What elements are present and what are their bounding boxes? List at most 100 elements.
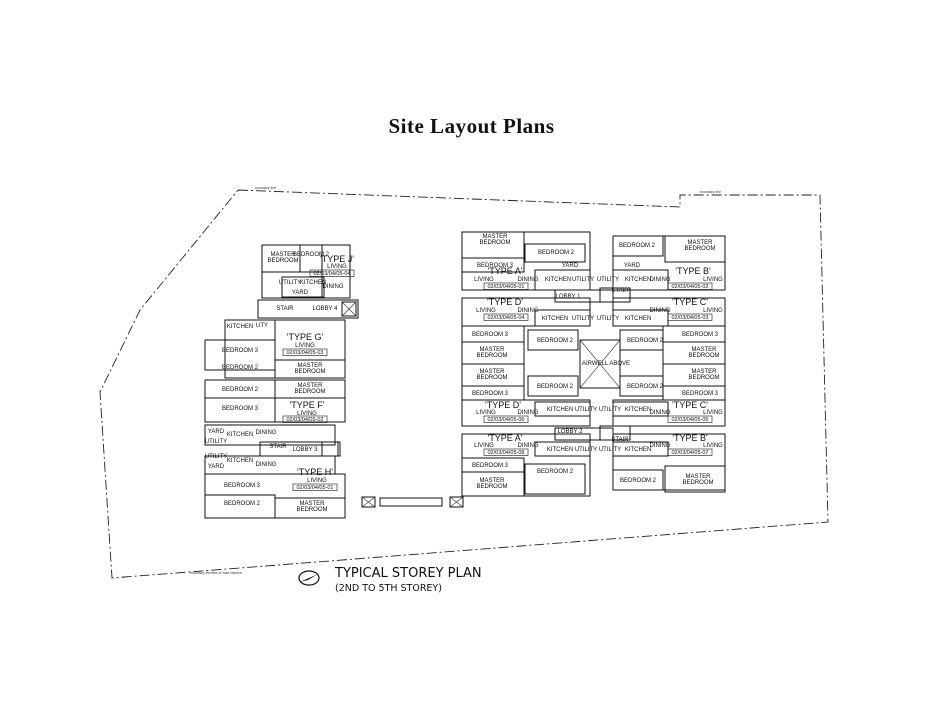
room-label: BEDROOM 3 <box>222 406 259 412</box>
wall-outline <box>612 401 669 417</box>
unit-number-box <box>309 269 355 277</box>
room-label: BEDROOM 2 <box>538 250 575 256</box>
room-label: AIRWELL ABOVE <box>582 361 630 367</box>
room-label: BEDROOM 3 <box>224 483 261 489</box>
unit-number-label: 02/03/04/05-05 <box>671 417 708 423</box>
page-title: Site Layout Plans <box>388 114 555 138</box>
wall-outline <box>281 276 325 298</box>
room-label: DINING <box>323 284 344 290</box>
room-label: LOBBY 2 <box>558 429 584 435</box>
room-label: LIVING <box>476 308 496 314</box>
room-label: DINING <box>650 443 671 449</box>
room-label: YARD <box>562 263 579 269</box>
room-label: KITCHEN <box>547 407 573 413</box>
unit-number-label: 02/03/04/05-02 <box>286 417 323 423</box>
unit-type-label: 'TYPE F' <box>290 400 325 410</box>
room-label: LIVING <box>297 411 317 417</box>
room-label: KITCHEN <box>545 277 571 283</box>
room-label: UTILITY <box>599 447 621 453</box>
wall-outline <box>579 339 621 389</box>
room-label: BEDROOM 2 <box>620 478 657 484</box>
unit-number-label: 02/03/04/05-01 <box>296 485 333 491</box>
room-label: BEDROOM 3 <box>682 332 719 338</box>
room-label: LIVING <box>307 478 327 484</box>
wall-outline <box>299 244 323 273</box>
room-label: STAIR <box>276 306 294 312</box>
wall-outline <box>204 397 276 423</box>
unit-number-box <box>483 313 529 321</box>
wall-outline <box>612 469 664 491</box>
wall-outline <box>204 424 336 446</box>
room-label: LIVING <box>703 410 723 416</box>
room-label: DINING <box>518 277 539 283</box>
room-label: UTILITY <box>205 439 227 445</box>
wall-outline <box>664 465 726 493</box>
room-label: LOBBY 1 <box>556 294 582 300</box>
room-label: KITCHEN <box>227 324 253 330</box>
wall-outline <box>361 496 376 508</box>
room-label: BEDROOM 3 <box>472 463 509 469</box>
wall-outline <box>321 244 351 299</box>
wall-outline <box>524 243 586 263</box>
room-label: UTILITY <box>597 277 619 283</box>
room-label: BEDROOM 2 <box>222 365 259 371</box>
room-label: DINING <box>518 410 539 416</box>
unit-type-label: 'TYPE B' <box>672 433 708 443</box>
room-label: BEDROOM 2 <box>627 384 664 390</box>
cross-mark <box>361 496 376 508</box>
room-label: LIVING <box>476 410 496 416</box>
room-label: LIVING <box>295 343 315 349</box>
wall-outline <box>379 497 443 507</box>
room-label: UTILITY <box>599 407 621 413</box>
wall-outline <box>527 329 579 351</box>
unit-number-box <box>282 415 328 423</box>
wall-outline <box>612 433 726 491</box>
plan-subtitle: (2ND TO 5TH STOREY) <box>335 583 442 594</box>
boundary-label: boundary line <box>255 186 276 190</box>
room-label: YARD <box>292 290 309 296</box>
wall-outline <box>461 471 525 497</box>
wall-outline <box>274 319 346 361</box>
room-label: BEDROOM 2 <box>224 501 261 507</box>
unit-number-label: 02/03/04/05-01 <box>487 284 524 290</box>
room-label: STAIR <box>611 288 629 294</box>
unit-number-label: 02/03/04/05-06 <box>487 417 524 423</box>
room-label: LIVING <box>327 264 347 270</box>
wall-outline <box>449 496 464 508</box>
wall-outline <box>612 235 664 257</box>
unit-number-label: 02/03/04/05-03 <box>286 350 323 356</box>
room-label: KITCHEN <box>625 447 651 453</box>
unit-type-label: 'TYPE G' <box>287 332 324 342</box>
unit-type-label: 'TYPE A' <box>488 433 523 443</box>
room-label: KITCHEN <box>625 407 651 413</box>
unit-number-label: 02/03/04/05-02 <box>671 284 708 290</box>
room-label: YARD <box>624 263 641 269</box>
room-label: KITCHEN <box>547 447 573 453</box>
north-arrow-icon <box>298 570 320 586</box>
room-label: BEDROOM 3 <box>682 391 719 397</box>
room-label: KITCHEN <box>227 458 253 464</box>
room-label: UTILITY <box>575 447 597 453</box>
unit-number-box <box>292 483 338 491</box>
room-label: LIVING <box>703 308 723 314</box>
room-label: BEDROOM 2 <box>537 338 574 344</box>
wall-outline <box>534 401 591 417</box>
unit-number-box <box>483 448 529 456</box>
room-label: BEDROOM 2 <box>627 338 664 344</box>
room-label: UTILITY <box>572 277 594 283</box>
room-label: UTILITY <box>279 280 301 286</box>
room-label: BEDROOM 2 <box>222 387 259 393</box>
plan-title: TYPICAL STOREY PLAN <box>335 566 482 581</box>
unit-number-label: 02/03/04/05-07 <box>671 450 708 456</box>
wall-outline <box>204 494 276 519</box>
